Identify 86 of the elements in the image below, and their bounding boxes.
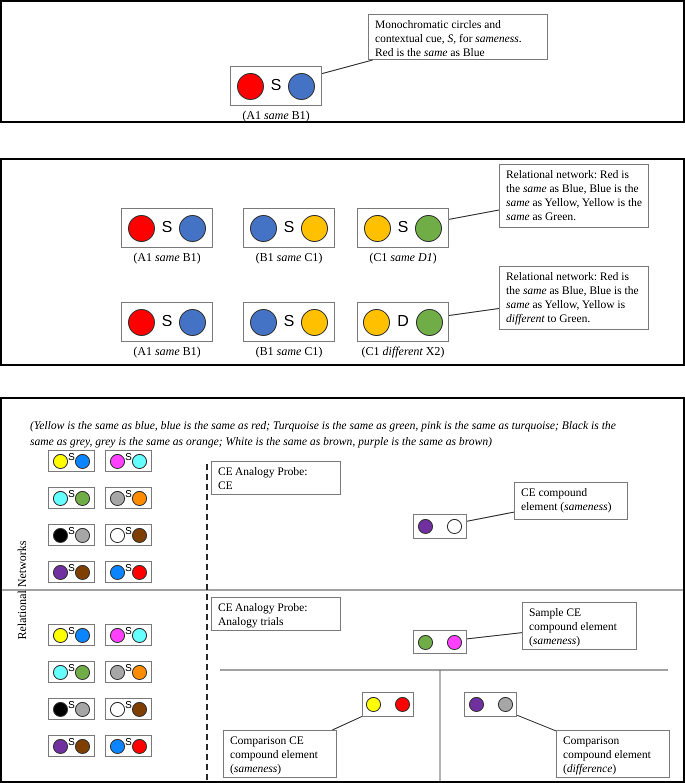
cue-letter: S [125, 627, 132, 637]
pair-caption: (C1 same D1) [368, 251, 438, 264]
cue-letter: S [398, 219, 408, 237]
callout-text: CE Analogy Probe: Analogy trials [218, 601, 308, 629]
cue-letter: S [68, 564, 75, 574]
probe-title-box [211, 597, 341, 631]
stimulus-pair-box [357, 302, 449, 342]
stimulus-pair-box [48, 698, 95, 720]
leader-line [466, 632, 522, 640]
stimulus-pair-box [105, 735, 152, 757]
callout-text: CE compound element (sameness) [521, 486, 612, 514]
cue-letter: S [68, 664, 75, 674]
stimulus-pair-box [121, 302, 213, 342]
cue-letter: S [125, 453, 132, 463]
cue-letter: S [162, 219, 172, 237]
callout-box [368, 14, 548, 60]
pair-caption: (A1 same B1) [132, 251, 202, 264]
stimulus-pair-box [121, 208, 213, 248]
cue-letter: S [284, 313, 294, 331]
leader-line [448, 210, 500, 220]
stimulus-pair-box [48, 561, 95, 583]
leader-line [322, 60, 374, 74]
cue-letter: S [284, 219, 294, 237]
stimulus-box [413, 514, 467, 539]
leader-line [448, 308, 500, 316]
cue-letter: S [125, 527, 132, 537]
cue-letter: D [397, 313, 409, 331]
stimulus-pair-box [48, 524, 95, 546]
stimulus-pair-box [48, 450, 95, 472]
callout-box [522, 602, 637, 650]
axis-label: Relational Networks [15, 540, 29, 642]
leader-line [466, 512, 514, 522]
leader-line [516, 714, 556, 732]
callout-box [499, 266, 649, 330]
stimulus-pair-box [105, 661, 152, 683]
cue-letter: S [162, 313, 172, 331]
cue-letter: S [68, 527, 75, 537]
cue-letter: S [125, 490, 132, 500]
stimulus-pair-box [48, 661, 95, 683]
panel [0, 158, 685, 366]
stimulus-pair-box [105, 561, 152, 583]
stimulus-pair-box [105, 524, 152, 546]
stimulus-pair-box [243, 302, 335, 342]
cue-letter: S [68, 738, 75, 748]
stimulus-pair-box [357, 208, 449, 248]
callout-text: CE Analogy Probe: CE [218, 465, 308, 493]
pair-caption: (A1 same B1) [132, 345, 202, 358]
cue-letter: S [125, 701, 132, 711]
cue-letter: S [125, 738, 132, 748]
stimulus-pair-box [105, 487, 152, 509]
cue-letter: S [125, 664, 132, 674]
cue-letter: S [68, 490, 75, 500]
callout-text: Relational network: Red is the same as Blue, Blue is the same as Yellow, Yellow is the same as Green. [506, 168, 642, 224]
stimulus-pair-box [105, 698, 152, 720]
callout-text: Monochromatic circles and contextual cue, S, for sameness. Red is the same as Blue [375, 18, 523, 60]
stimulus-box [413, 630, 467, 654]
pair-caption: (C1 different X2) [360, 345, 446, 358]
panel [0, 397, 685, 783]
callout-text: Sample CE compound element (sameness) [529, 606, 618, 648]
callout-box [223, 730, 337, 778]
cue-letter: S [68, 627, 75, 637]
stimulus-pair-box [105, 450, 152, 472]
relations-note: (Yellow is the same as blue, blue is the same as red; Turquoise is the same as green, pink is the same as turquoise; Black is the same as grey, grey is the same as orange; White is the same as brown, purple is the same as brown) [30, 418, 617, 450]
cue-letter: S [125, 564, 132, 574]
callout-text: Comparison compound element (difference) [563, 734, 652, 776]
callout-text: Relational network: Red is the same as Blue, Blue is the same as Yellow, Yellow is different to Green. [506, 270, 640, 326]
callout-box [556, 730, 670, 778]
callout-box [514, 482, 628, 520]
stimulus-pair-box [48, 624, 95, 646]
probe-title-box [211, 461, 341, 495]
cue-letter: S [270, 77, 282, 95]
stimulus-pair-box [48, 487, 95, 509]
stimulus-box [362, 692, 414, 717]
panel [0, 0, 685, 123]
stimulus-pair-box [230, 66, 322, 106]
stimulus-pair-box [105, 624, 152, 646]
cue-letter: S [68, 701, 75, 711]
pair-caption: (A1 same B1) [241, 109, 311, 122]
cue-letter: S [68, 453, 75, 463]
leader-line [332, 716, 362, 730]
stimulus-box [464, 692, 517, 717]
stimulus-pair-box [48, 735, 95, 757]
callout-text: Comparison CE compound element (sameness) [230, 734, 319, 776]
pair-caption: (B1 same C1) [254, 251, 324, 264]
stimulus-pair-box [243, 208, 335, 248]
callout-box [499, 164, 649, 228]
